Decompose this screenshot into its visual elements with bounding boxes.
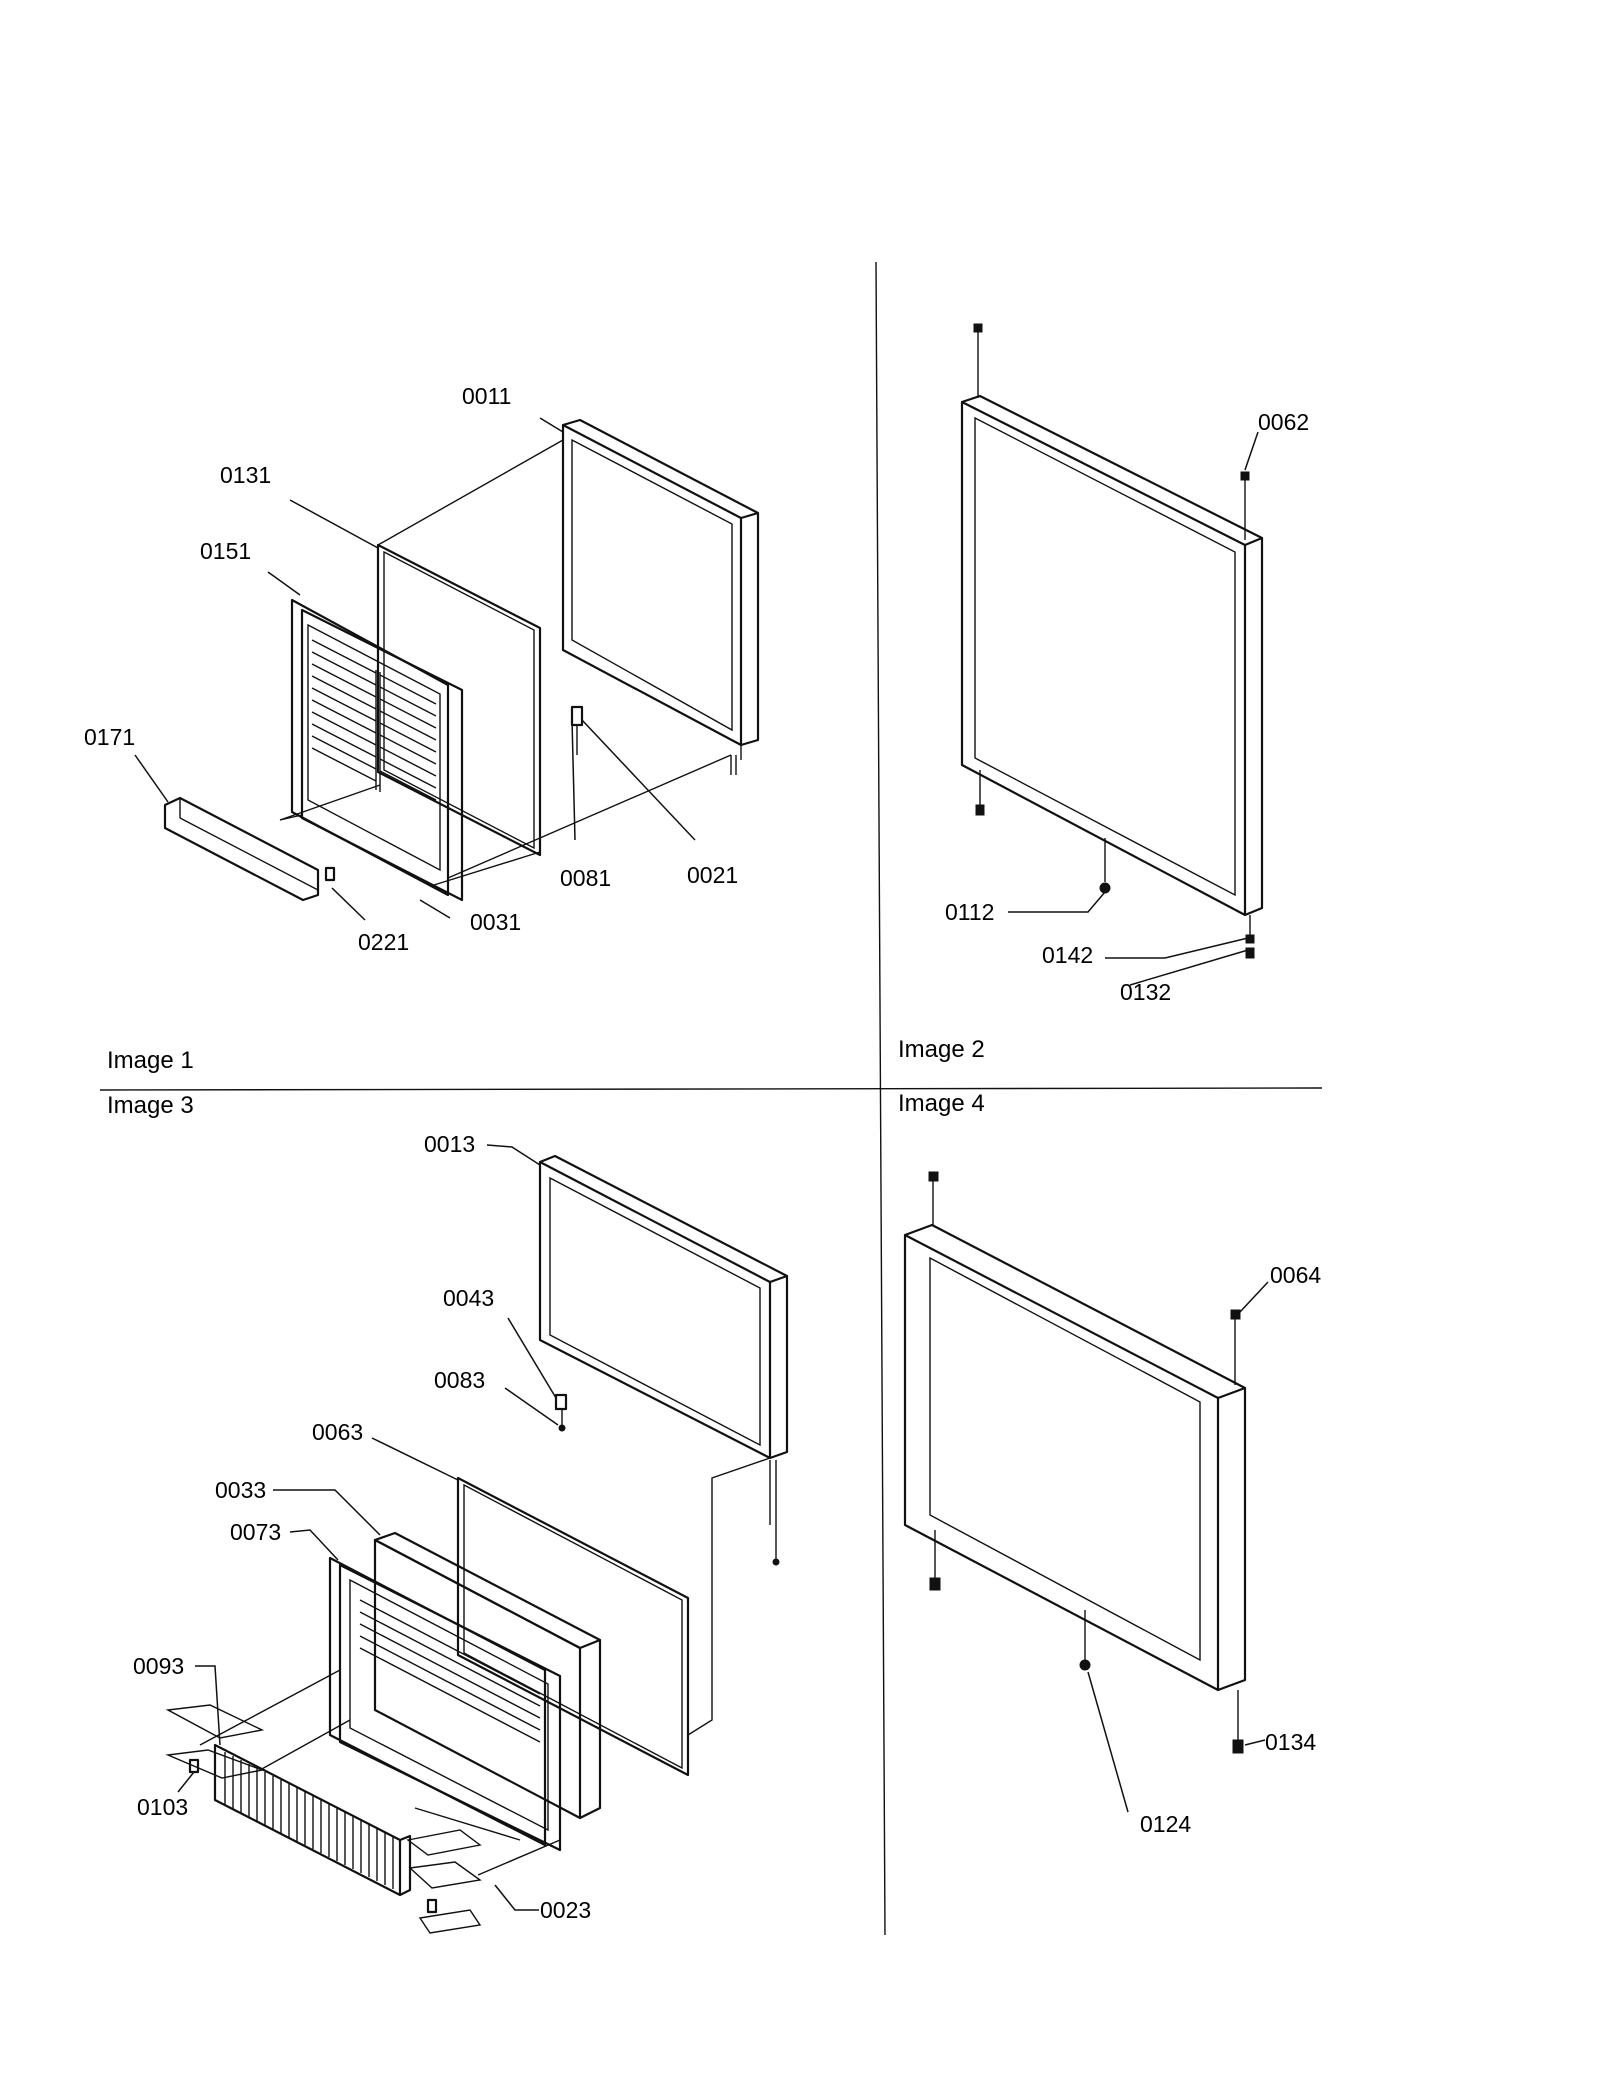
part-label-0013: 0013 — [424, 1131, 475, 1157]
clip-left-lower — [165, 1749, 265, 1779]
clip-left-upper — [165, 1704, 265, 1739]
part-label-0064: 0064 — [1270, 1262, 1321, 1288]
part-label-0083: 0083 — [434, 1367, 485, 1393]
section-label-image-1: Image 1 — [107, 1047, 194, 1074]
screw-0064 — [1230, 1309, 1241, 1320]
door-frame-0011 — [561, 418, 760, 775]
door-frame-image-2 — [960, 394, 1264, 917]
image-4-leader-lines — [1087, 1281, 1269, 1813]
image-3-explode-lines — [199, 1457, 771, 1876]
part-label-0021: 0021 — [687, 862, 738, 888]
part-label-0011: 0011 — [462, 383, 511, 409]
section-label-image-3: Image 3 — [107, 1092, 194, 1119]
clip-right-middle — [408, 1861, 482, 1889]
bolt-0124 — [1079, 1659, 1091, 1671]
image-1-leader-lines — [134, 417, 696, 921]
screw-0134 — [1232, 1739, 1244, 1754]
screw-top-left-image-4 — [928, 1171, 939, 1182]
part-label-0062: 0062 — [1258, 409, 1309, 435]
hinge-0021 — [570, 705, 584, 727]
door-bin-0171 — [163, 796, 320, 902]
hinge-0043 — [554, 1393, 568, 1411]
part-label-0142: 0142 — [1042, 942, 1093, 968]
image-1-explode-lines — [279, 439, 732, 886]
screw-0062 — [1240, 471, 1250, 481]
bolt-0112 — [1099, 882, 1111, 894]
screw-bottom-left-image-4 — [929, 1577, 941, 1591]
liner-panel-0063 — [456, 1476, 690, 1777]
clip-right-lower — [418, 1909, 482, 1934]
part-label-0073: 0073 — [230, 1519, 281, 1545]
part-label-0081: 0081 — [560, 865, 611, 891]
part-label-0112: 0112 — [945, 899, 994, 925]
part-label-0063: 0063 — [312, 1419, 363, 1445]
door-frame-image-4 — [903, 1223, 1247, 1692]
part-label-0093: 0093 — [133, 1653, 184, 1679]
kick-grille-0093 — [213, 1743, 412, 1897]
section-label-image-4: Image 4 — [898, 1090, 985, 1117]
part-label-0043: 0043 — [443, 1285, 494, 1311]
image-2-assembly: 0062 0112 0142 0132 — [945, 323, 1309, 1005]
washer-0142 — [1245, 934, 1255, 944]
liner-panel-0131 — [376, 543, 542, 857]
screw-0132 — [1245, 947, 1255, 959]
image-4-assembly: 0064 0134 0124 — [903, 1171, 1321, 1837]
screw-bottom-left-image-2 — [975, 804, 985, 816]
part-label-0131: 0131 — [220, 462, 271, 488]
horizontal-divider — [99, 1087, 1323, 1091]
image-2-leader-lines — [1008, 431, 1259, 986]
part-label-0151: 0151 — [200, 538, 251, 564]
part-label-0171: 0171 — [84, 724, 135, 750]
part-label-0031: 0031 — [470, 909, 521, 935]
part-label-0103: 0103 — [137, 1794, 188, 1820]
image-1-assembly: 0011 0131 0151 0171 0081 0021 0221 0031 — [84, 383, 760, 955]
image-3-leader-lines — [177, 1144, 559, 1911]
part-label-0132: 0132 — [1120, 979, 1171, 1005]
screw-0221 — [324, 866, 336, 882]
door-frame-0013 — [538, 1154, 789, 1566]
image-3-assembly: 0013 0043 0083 0063 0033 0073 0093 0103 … — [133, 1131, 789, 1934]
part-label-0023: 0023 — [540, 1897, 591, 1923]
section-label-image-2: Image 2 — [898, 1036, 985, 1063]
inner-door-0151 — [290, 598, 464, 902]
part-label-0221: 0221 — [358, 929, 409, 955]
vertical-divider — [875, 261, 886, 1936]
clip-right-upper — [406, 1829, 482, 1856]
part-label-0033: 0033 — [215, 1477, 266, 1503]
part-label-0134: 0134 — [1265, 1729, 1316, 1755]
screw-0083 — [558, 1424, 566, 1432]
screw-top-left-image-2 — [973, 323, 983, 333]
insulation-block-0033 — [373, 1531, 602, 1820]
part-label-0124: 0124 — [1140, 1811, 1191, 1837]
